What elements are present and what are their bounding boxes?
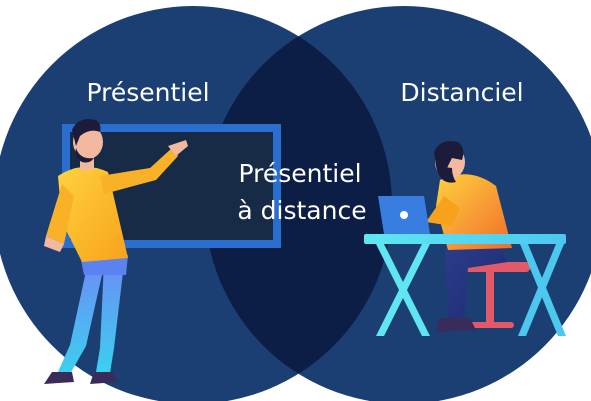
intersection-label-line2: à distance	[237, 196, 366, 225]
student-illustration	[378, 141, 530, 332]
intersection-area	[205, 6, 392, 401]
right-circle-label: Distanciel	[400, 78, 523, 107]
teacher-illustration	[44, 119, 188, 384]
intersection-label-line1: Présentiel	[238, 159, 361, 188]
left-circle-label: Présentiel	[86, 78, 209, 107]
desk	[364, 234, 566, 336]
